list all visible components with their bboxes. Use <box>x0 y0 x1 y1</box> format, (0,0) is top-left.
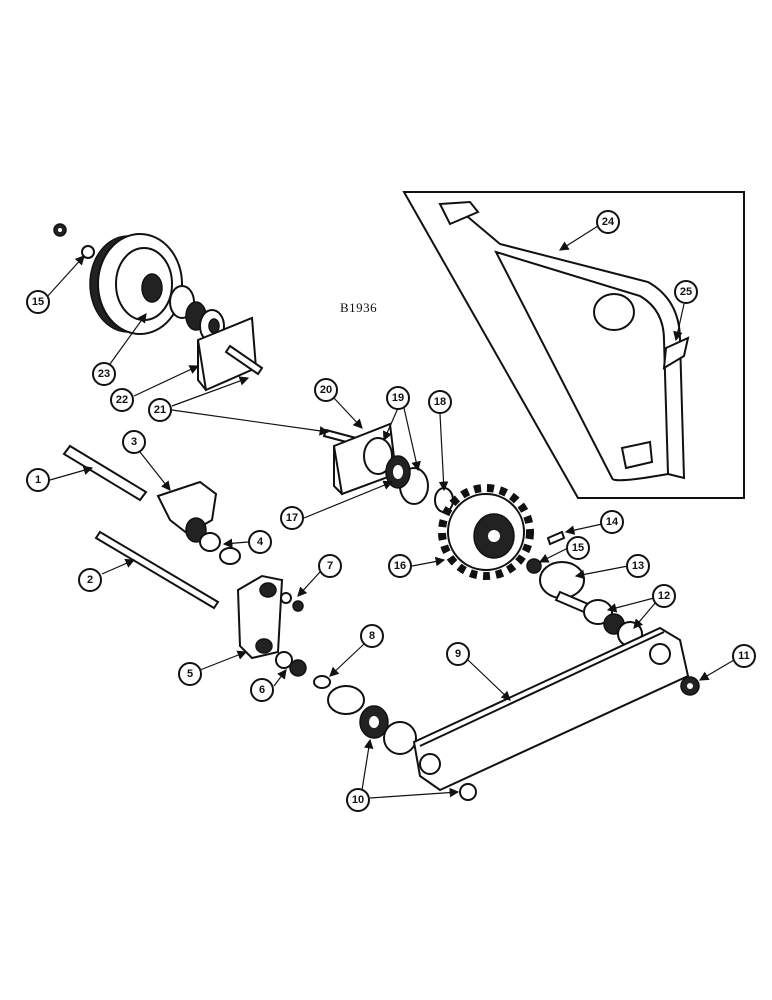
callout-9: 9 <box>446 642 511 701</box>
svg-text:7: 7 <box>327 560 333 572</box>
svg-text:17: 17 <box>286 512 298 524</box>
callout-10: 10 <box>346 738 460 812</box>
callout-6: 6 <box>250 669 287 702</box>
svg-text:18: 18 <box>434 396 446 408</box>
svg-text:22: 22 <box>116 394 128 406</box>
part-23-pulley <box>89 233 183 335</box>
svg-text:16: 16 <box>394 560 406 572</box>
svg-text:3: 3 <box>131 436 137 448</box>
part-17-bearing <box>385 455 411 489</box>
svg-text:19: 19 <box>392 392 404 404</box>
svg-text:15: 15 <box>32 296 44 308</box>
part-12-bearings <box>583 599 643 647</box>
svg-text:21: 21 <box>154 404 166 416</box>
part-21-shaft-upper <box>224 344 264 376</box>
svg-text:2: 2 <box>87 574 93 586</box>
svg-text:24: 24 <box>602 216 615 228</box>
svg-text:8: 8 <box>369 630 375 642</box>
part-4-bushing <box>199 532 241 565</box>
svg-text:13: 13 <box>632 560 644 572</box>
part-7-nut <box>280 592 304 612</box>
part-10-bearing-set <box>327 685 477 801</box>
callout-20: 20 <box>314 378 363 429</box>
inset-panel <box>402 191 745 499</box>
callout-17: 17 <box>280 480 394 530</box>
svg-text:1: 1 <box>35 474 41 486</box>
part-15-nut-middle <box>526 558 542 574</box>
svg-text:15: 15 <box>572 542 584 554</box>
callout-5: 5 <box>178 650 248 686</box>
svg-text:25: 25 <box>680 286 692 298</box>
callout-24: 24 <box>558 210 620 251</box>
part-25-clip <box>662 336 690 370</box>
callout-15-middle: 15 <box>538 536 590 563</box>
part-13-hub <box>539 561 590 614</box>
callout-25: 25 <box>673 280 698 342</box>
part-15-lockwasher <box>81 245 95 259</box>
part-5-arm <box>236 574 284 660</box>
callout-14: 14 <box>564 510 624 535</box>
part-16-sprocket <box>438 484 534 580</box>
part-9-channel <box>412 626 690 792</box>
callout-23: 23 <box>92 313 147 386</box>
svg-text:4: 4 <box>257 536 264 548</box>
part-8-washer <box>313 675 331 689</box>
callout-2: 2 <box>78 558 136 592</box>
callout-22: 22 <box>110 365 200 412</box>
part-11-nut <box>680 676 700 696</box>
svg-text:23: 23 <box>98 368 110 380</box>
callout-7: 7 <box>297 554 342 597</box>
callout-15-top: 15 <box>26 255 85 314</box>
callout-19: 19 <box>382 386 421 472</box>
svg-text:11: 11 <box>738 650 750 662</box>
part-2-rod <box>94 530 220 610</box>
part-3-bracket <box>156 480 218 543</box>
pulley-shaft-parts <box>169 285 225 343</box>
callout-3: 3 <box>122 430 171 491</box>
callout-21: 21 <box>148 376 330 436</box>
svg-text:6: 6 <box>259 684 265 696</box>
callout-8: 8 <box>329 624 384 677</box>
svg-text:14: 14 <box>606 516 619 528</box>
callout-4: 4 <box>222 530 272 554</box>
callout-1: 1 <box>26 465 94 492</box>
svg-text:12: 12 <box>658 590 670 602</box>
part-24-bracket <box>438 200 686 482</box>
svg-text:20: 20 <box>320 384 332 396</box>
drawing-code: B1936 <box>340 300 377 315</box>
callout-16: 16 <box>388 554 446 578</box>
part-1-rod <box>62 444 148 502</box>
svg-text:10: 10 <box>352 794 364 806</box>
part-14-key <box>546 530 566 546</box>
callout-13: 13 <box>574 554 650 580</box>
part-15-nut-top <box>53 223 67 237</box>
callout-12: 12 <box>606 584 676 629</box>
callout-11: 11 <box>698 644 756 681</box>
svg-text:5: 5 <box>187 668 193 680</box>
part-6-spacers <box>275 651 307 677</box>
svg-text:9: 9 <box>455 648 461 660</box>
callout-18: 18 <box>428 390 452 492</box>
